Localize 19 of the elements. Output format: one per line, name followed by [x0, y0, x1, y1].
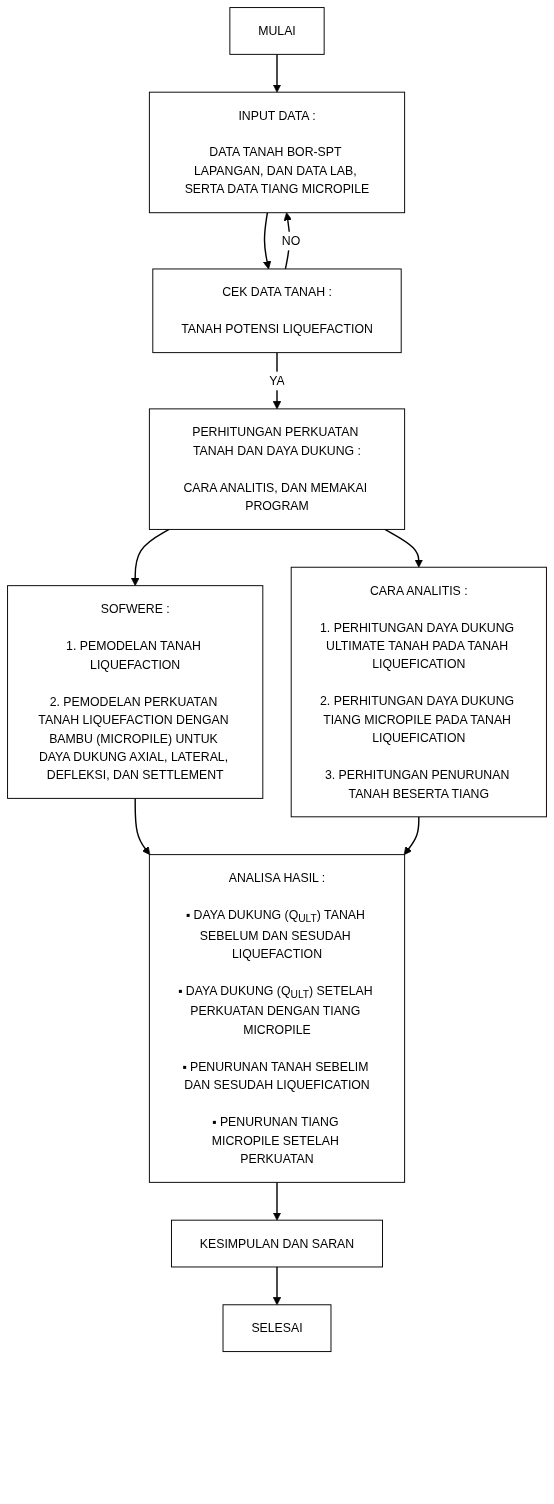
edge-label: NO [281, 233, 301, 248]
arrow [384, 528, 423, 568]
arrow [272, 1181, 282, 1221]
node-box: CEK DATA TANAH : TANAH POTENSI LIQUEFACTION [152, 268, 402, 354]
node-box: ANALISA HASIL : ▪ DAYA DUKUNG (Q$_{ULT}$) TANAH SEBELUM DAN SESUDAH LIQUEFACTION ▪ DAYA DUKUNG (Q$_{ULT}$) SETELAH PERKUATAN DENGAN TIANG MICROPILE ▪ PENURUNAN TANAH SEBELIM DAN SESUDAH LIQUEFICATION ▪ PENURUNAN TIANG MICROPILE SETELAH PERKUATAN [148, 854, 406, 1183]
edge-label: YA [269, 373, 285, 388]
arrow [272, 53, 282, 93]
node-box: KESIMPULAN DAN SARAN [171, 1219, 383, 1268]
node-box: SELESAI [222, 1304, 332, 1353]
arrow [131, 528, 170, 587]
arrow [263, 212, 272, 270]
node-box: CARA ANALITIS : 1. PERHITUNGAN DAYA DUKUNG ULTIMATE TANAH PADA TANAH LIQUEFICATION 2. PERHITUNGAN DAYA DUKUNG TIANG MICROPILE PADA TANAH LIQUEFICATION 3. PERHITUNGAN PENURUNAN TANAH BESERTA TIANG [290, 566, 547, 818]
arrow [403, 816, 420, 855]
arrow [134, 797, 151, 855]
node-box: SOFWERE : 1. PEMODELAN TANAH LIQUEFACTION 2. PEMODELAN PERKUATAN TANAH LIQUEFACTION DENGAN BAMBU (MICROPILE) UNTUK DAYA DUKUNG AXIAL, LATERAL, DEFLEKSI, DAN SETTLEMENT [7, 585, 264, 799]
node-box: MULAI [229, 7, 325, 55]
node-box: INPUT DATA : DATA TANAH BOR-SPT LAPANGAN, DAN DATA LAB, SERTA DATA TIANG MICROPILE [148, 91, 406, 214]
arrow [272, 1266, 282, 1306]
node-box: PERHITUNGAN PERKUATAN TANAH DAN DAYA DUKUNG : CARA ANALITIS, DAN MEMAKAI PROGRAM [148, 408, 406, 530]
